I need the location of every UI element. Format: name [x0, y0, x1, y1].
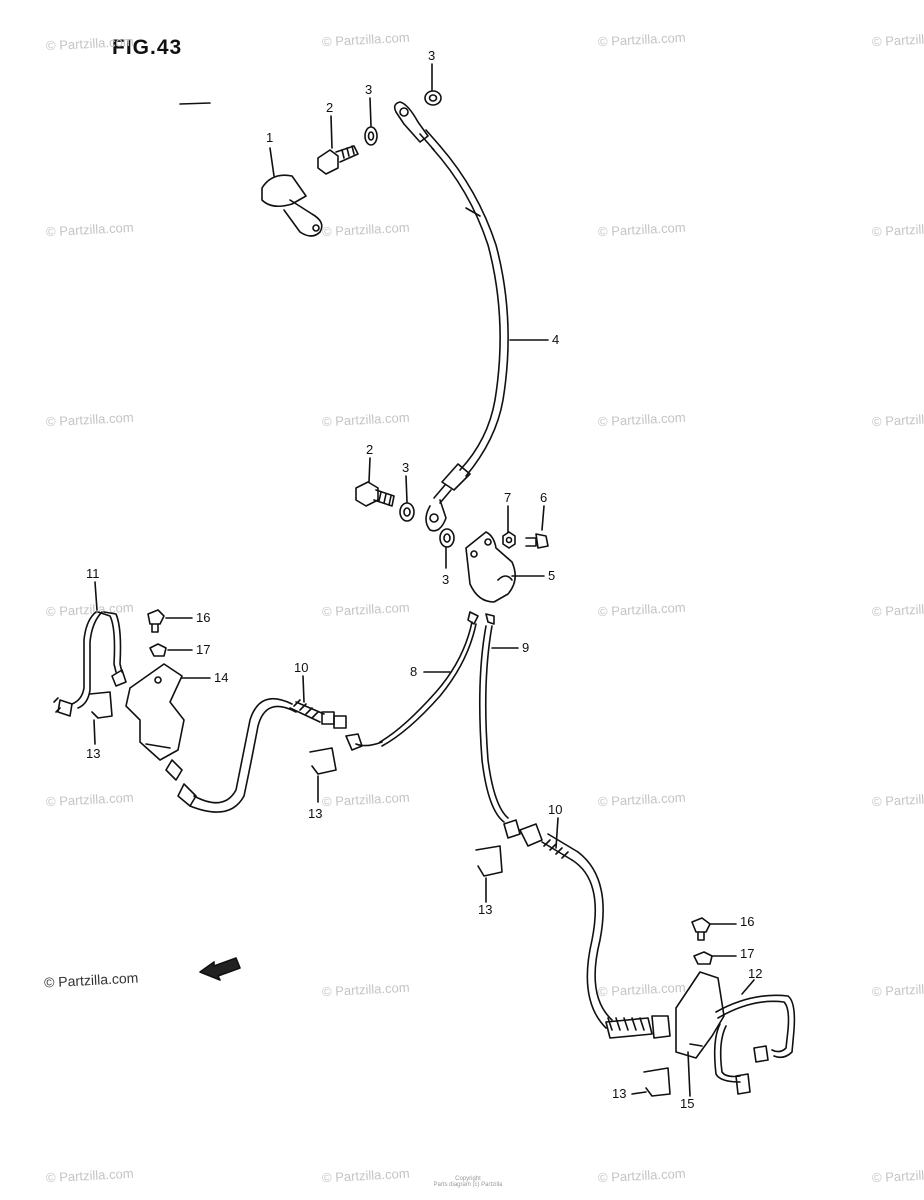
leader-line — [741, 979, 755, 995]
diagram-dash — [179, 102, 211, 105]
part-6-bolt[interactable] — [525, 533, 549, 549]
part-label-14: 14 — [214, 670, 229, 685]
part-label-2: 2 — [326, 100, 334, 115]
part-2-banjo-bolt-lower[interactable] — [355, 481, 395, 507]
part-2-banjo-bolt-upper[interactable] — [317, 145, 359, 175]
part-label-13: 13 — [308, 806, 323, 821]
part-16-bolt-shank — [151, 623, 159, 633]
part-label-9: 9 — [522, 640, 530, 655]
part-label-13: 13 — [86, 746, 101, 761]
leader-line — [368, 457, 371, 483]
part-label-3: 3 — [402, 460, 410, 475]
fwd-arrow-icon — [199, 957, 241, 981]
leader-line — [94, 581, 98, 611]
part-label-5: 5 — [548, 568, 556, 583]
part-label-10: 10 — [294, 660, 309, 675]
part-label-17: 17 — [196, 642, 211, 657]
part-label-13: 13 — [478, 902, 493, 917]
leader-line — [269, 147, 275, 177]
part-label-16: 16 — [740, 914, 755, 929]
part-label-10: 10 — [548, 802, 563, 817]
part-14-bracket[interactable] — [125, 663, 185, 761]
part-17-nut[interactable] — [693, 951, 713, 965]
part-label-11: 11 — [86, 566, 100, 581]
part-12-brake-pipe[interactable] — [713, 994, 796, 1095]
part-17-nut[interactable] — [149, 643, 167, 657]
part-label-12: 12 — [748, 966, 763, 981]
part-4-upper-brake-hose[interactable] — [393, 101, 509, 532]
footer-line: Parts diagram (c) Partzilla — [433, 1182, 503, 1188]
leader-line — [541, 505, 545, 531]
part-16-bolt[interactable] — [691, 917, 711, 933]
part-16-bolt-shank — [697, 931, 705, 941]
part-13-clamp[interactable] — [475, 845, 503, 877]
leader-line — [555, 817, 559, 849]
part-label-15: 15 — [680, 1096, 695, 1111]
leader-line — [687, 1051, 691, 1097]
leader-line — [302, 675, 305, 703]
part-13-clamp[interactable] — [89, 691, 113, 719]
part-5-hose-joint[interactable] — [465, 531, 516, 603]
part-label-4: 4 — [552, 332, 560, 347]
part-label-1: 1 — [266, 130, 274, 145]
part-label-3: 3 — [428, 48, 436, 63]
part-label-2: 2 — [366, 442, 374, 457]
part-label-6: 6 — [540, 490, 548, 505]
part-7-nut[interactable] — [502, 531, 516, 549]
part-label-3: 3 — [365, 82, 373, 97]
part-16-bolt[interactable] — [147, 609, 165, 625]
leader-line — [93, 719, 96, 745]
part-3-washer[interactable] — [364, 126, 378, 146]
part-3-washer-hole — [443, 533, 451, 543]
part-label-3: 3 — [442, 572, 450, 587]
leader-line — [631, 1091, 647, 1095]
part-13-clamp[interactable] — [643, 1067, 671, 1097]
part-10-brake-hose-right[interactable] — [503, 819, 671, 1039]
part-label-16: 16 — [196, 610, 211, 625]
part-7-nut-hole — [505, 536, 513, 544]
part-3-washer-hole — [367, 131, 375, 141]
part-3-washer-hole — [428, 94, 438, 102]
part-3-washer[interactable] — [424, 90, 442, 106]
footer-line: Copyright — [455, 1176, 481, 1182]
part-1-banjo-union[interactable] — [261, 174, 323, 237]
part-label-17: 17 — [740, 946, 755, 961]
part-9-brake-pipe[interactable] — [478, 613, 509, 823]
part-label-13: 13 — [612, 1086, 627, 1101]
part-label-8: 8 — [410, 664, 418, 679]
part-3-washer-hole — [403, 507, 411, 517]
part-3-washer[interactable] — [399, 502, 415, 522]
leader-line — [330, 115, 333, 149]
part-8-brake-pipe[interactable] — [355, 611, 479, 747]
part-11-brake-pipe[interactable] — [53, 611, 127, 717]
part-label-7: 7 — [504, 490, 512, 505]
part-3-washer[interactable] — [439, 528, 455, 548]
figure-title: FIG.43 — [112, 36, 183, 59]
part-13-clamp[interactable] — [309, 747, 337, 775]
part-10-brake-hose-left[interactable] — [165, 697, 363, 813]
leader-line — [369, 97, 372, 127]
footer-copyright: Copyright Parts diagram (c) Partzilla — [398, 1176, 538, 1188]
leader-line — [405, 475, 408, 503]
part-15-bracket[interactable] — [675, 971, 725, 1059]
